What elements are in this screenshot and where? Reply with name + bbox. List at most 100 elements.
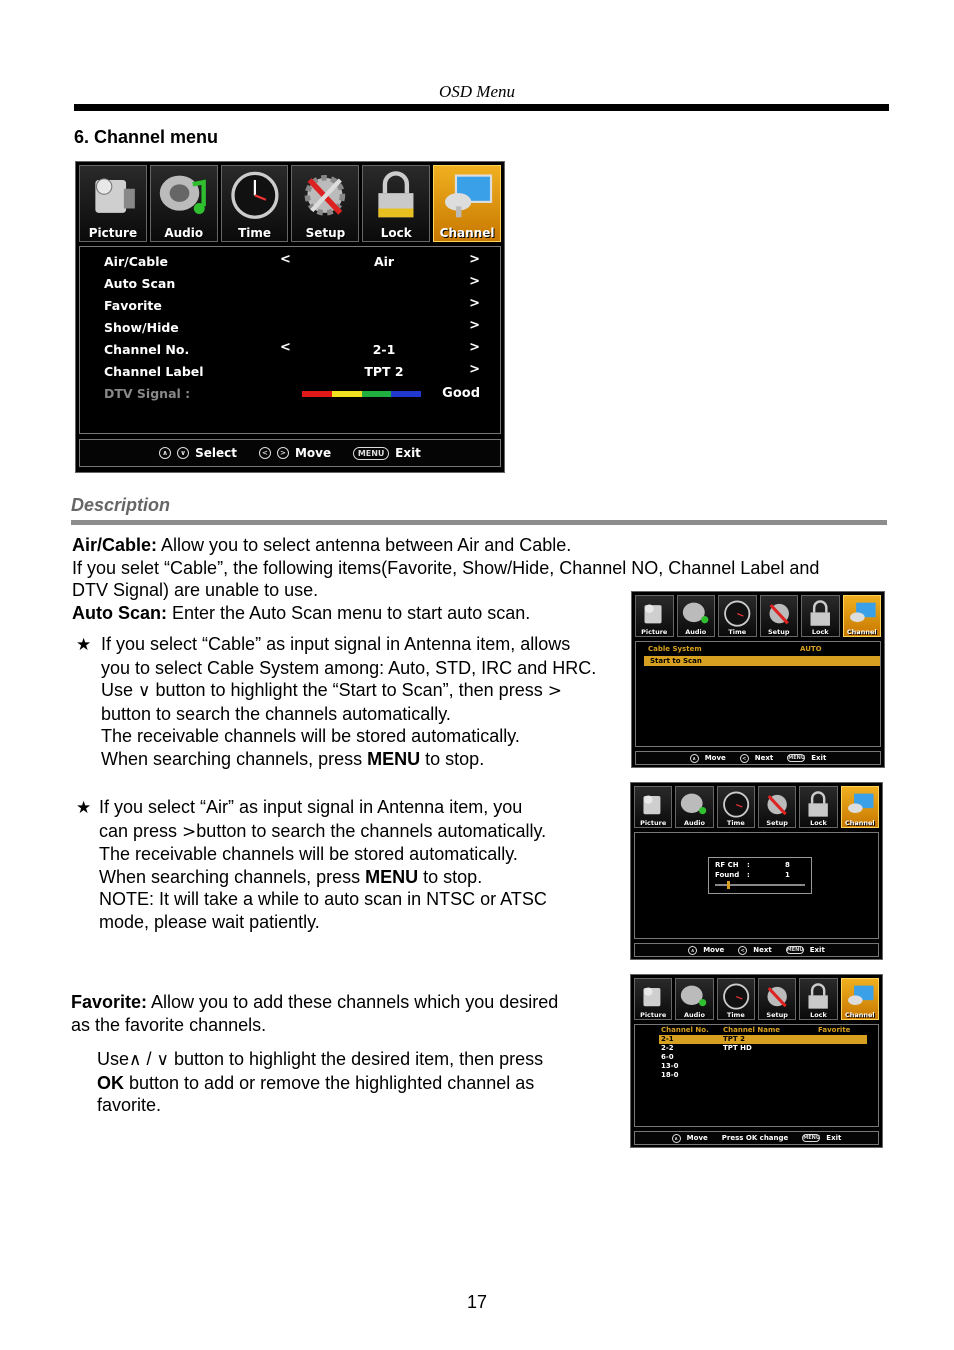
tab-lock: Lock xyxy=(799,978,838,1020)
menu-row-channel-no: Channel No.<2-1> xyxy=(104,340,480,357)
tab-time: Time xyxy=(716,978,755,1020)
tab-setup: Setup xyxy=(757,978,797,1020)
tab-channel: Channel xyxy=(840,786,879,828)
up-arrow-icon: ∧ xyxy=(129,1050,142,1070)
table-row: 6-0 xyxy=(661,1053,674,1061)
up-down-key-icon: ∧ xyxy=(159,447,172,459)
tab-setup: Setup xyxy=(291,165,360,242)
speaker-music-icon xyxy=(159,175,206,214)
right-arrow-icon: > xyxy=(547,681,562,701)
menu-row-dtv-signal: DTV Signal : Good xyxy=(104,386,480,401)
camcorder-icon xyxy=(643,987,661,1007)
table-row: 2-2 xyxy=(661,1044,674,1052)
star-icon: ★ xyxy=(76,798,92,818)
menu-row-air-cable: Air/Cable<Air> xyxy=(104,252,480,269)
left-right-key-icon: < xyxy=(738,945,748,955)
favorite-paragraph: Favorite: Allow you to add these channel… xyxy=(71,992,559,1035)
signal-segment-red xyxy=(302,391,332,397)
tab-lock: Lock xyxy=(801,595,840,637)
speaker-music-icon xyxy=(681,985,707,1007)
camcorder-icon xyxy=(644,604,662,624)
satellite-dish-icon xyxy=(847,985,874,1006)
start-to-scan-row: Start to Scan xyxy=(644,656,880,666)
camcorder-icon xyxy=(95,178,135,213)
table-row: 18-0 xyxy=(661,1071,679,1079)
osd-tab-bar: Picture Audio Time Setup Lock Channel xyxy=(79,165,501,242)
signal-segment-yellow xyxy=(331,391,362,397)
tab-lock: Lock xyxy=(362,165,431,242)
signal-strength-bar xyxy=(302,391,421,397)
tab-time: Time xyxy=(718,595,757,637)
up-down-key-icon: ∧ xyxy=(671,1133,681,1143)
osd-tab-bar: Picture Audio Time Setup Lock Channel xyxy=(635,595,881,637)
channel-menu-list: Air/Cable<Air> Auto Scan> Favorite> Show… xyxy=(79,246,501,434)
col-header-favorite: Favorite xyxy=(818,1026,851,1034)
tab-picture: Picture xyxy=(634,978,673,1020)
menu-key-icon: MENU xyxy=(353,446,390,460)
speaker-music-icon xyxy=(681,793,707,815)
signal-segment-green xyxy=(361,391,392,397)
description-rule xyxy=(71,520,887,525)
table-row: 13-0 xyxy=(661,1062,679,1070)
menu-row-auto-scan: Auto Scan> xyxy=(104,274,480,291)
menu-row-show-hide: Show/Hide> xyxy=(104,318,480,335)
tab-setup: Setup xyxy=(757,786,797,828)
favorite-list-panel: Channel No. Channel Name Favorite 2-1 TP… xyxy=(634,1024,879,1127)
highlighted-row xyxy=(659,1035,867,1044)
down-arrow-icon: ∨ xyxy=(156,1050,169,1070)
tab-audio: Audio xyxy=(675,978,714,1020)
padlock-icon xyxy=(810,600,830,626)
cable-scan-osd-screenshot: Picture Audio Time Setup Lock Channel Ca… xyxy=(631,591,885,768)
right-arrow-icon: > xyxy=(182,821,197,842)
tab-time: Time xyxy=(220,165,289,242)
left-right-key-icon: < xyxy=(739,753,749,763)
satellite-dish-icon xyxy=(849,602,876,623)
signal-quality: Good xyxy=(442,386,480,401)
tab-channel: Channel xyxy=(433,165,501,242)
menu-row-favorite: Favorite> xyxy=(104,296,480,313)
clock-icon xyxy=(722,983,749,1010)
scan-progress-track xyxy=(715,884,805,886)
satellite-dish-icon xyxy=(445,174,493,218)
clock-icon xyxy=(724,600,751,627)
clock-icon xyxy=(230,171,279,219)
air-scan-panel: RF CH : 8 Found : 1 xyxy=(634,832,879,939)
col-header-channel-name: Channel Name xyxy=(723,1026,781,1034)
channel-menu-osd-screenshot: Picture Audio Time Setup Lock Channel Ai… xyxy=(75,161,505,473)
tab-channel: Channel xyxy=(842,595,881,637)
favorite-osd-screenshot: Picture Audio Time Setup Lock Channel Ch… xyxy=(630,974,883,1148)
table-row: 2-1 xyxy=(661,1035,674,1043)
padlock-icon xyxy=(808,983,829,1009)
tab-audio: Audio xyxy=(676,595,715,637)
air-scan-osd-screenshot: Picture Audio Time Setup Lock Channel RF… xyxy=(630,782,883,960)
scan-progress-marker xyxy=(727,881,730,889)
tab-picture: Picture xyxy=(634,786,673,828)
left-key-icon: < xyxy=(258,447,271,459)
down-key-icon: ∨ xyxy=(177,447,190,459)
page-number: 17 xyxy=(466,1292,488,1312)
menu-key-icon: MENU xyxy=(787,754,806,762)
tab-audio: Audio xyxy=(675,786,714,828)
tools-gear-icon xyxy=(767,986,787,1008)
padlock-icon xyxy=(378,171,414,218)
star-icon: ★ xyxy=(76,635,92,655)
tools-gear-icon xyxy=(305,175,346,216)
tab-time: Time xyxy=(716,786,755,828)
camcorder-icon xyxy=(643,795,661,815)
tab-audio: Audio xyxy=(149,165,218,242)
osd-tab-bar: Picture Audio Time Setup Lock Channel xyxy=(634,786,879,828)
osd-tab-bar: Picture Audio Time Setup Lock Channel xyxy=(634,978,879,1020)
favorite-instructions: Use∧ / ∨ button to highlight the desired… xyxy=(97,1049,544,1115)
running-header: OSD Menu xyxy=(438,82,515,101)
scan-progress-box: RF CH : 8 Found : 1 xyxy=(708,857,812,894)
down-arrow-icon: ∨ xyxy=(138,681,151,701)
tab-picture: Picture xyxy=(79,165,147,242)
cable-note: ★If you select “Cable” as input signal i… xyxy=(76,634,597,769)
tab-channel: Channel xyxy=(840,978,879,1020)
right-key-icon: > xyxy=(276,447,289,459)
